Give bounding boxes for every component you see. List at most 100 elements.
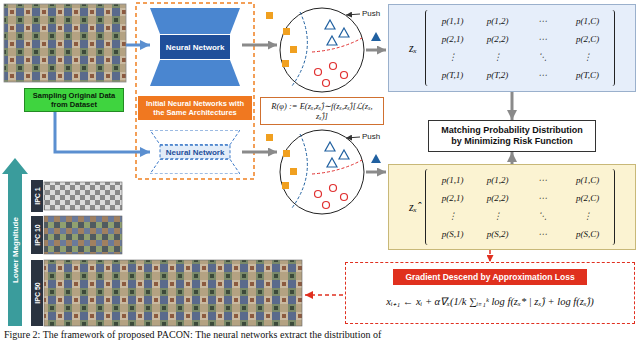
panel-label: IPC 1 [34,187,41,205]
feature-cluster [346,14,360,15]
risk-formula: R(φ) := E(zₓ,zₓ̂)∼f(zₓ,zₓ̂)[ℒ(zₓ, zₓ̂)] [260,97,384,125]
panel-label: Lower Magnitude [11,217,20,283]
network-shape [150,159,240,174]
feature-cluster [280,130,364,214]
matrix-cell: p(S,C) [565,225,610,243]
matrix-cell: p(T,1) [430,66,475,84]
matrix-cell: ⋮ [475,48,520,66]
matrix-cell: ⋱ [520,48,565,66]
network-shape [150,130,240,145]
node-text: zₓ̂ [409,200,417,215]
matrix-cell: ⋯ [520,30,565,48]
node-body: xᵢ₊₁ ← xᵢ + α∇ₓ(1/k ∑ᵢ₌₁ᵏ log f(zₓ* | zₓ… [386,294,594,308]
network-block: Neural Network [150,130,240,174]
dataset-mosaic [4,4,126,82]
node-text: Matching Probability Distribution by Min… [429,121,595,151]
feature-cluster [325,20,335,29]
network-block: Neural Network [150,8,240,86]
matrix-cell: p(1,C) [565,12,610,30]
feature-cluster [290,168,297,175]
feature-cluster [315,191,322,198]
matrix-cell: p(2,C) [565,189,610,207]
feature-cluster [341,72,348,79]
figure-caption: Figure 2: The framework of proposed PACO… [4,329,381,340]
feature-arrow [242,151,277,154]
network-frame [136,3,254,179]
feature-cluster [266,12,273,19]
feature-cluster [282,182,289,189]
matrix-cell: p(1,2) [475,171,520,189]
matrix-cell: p(2,C) [565,30,610,48]
network-shape [150,8,240,34]
matrix-cell: p(1,2) [475,12,520,30]
feature-cluster [266,8,381,92]
node-text: Neural Network [166,148,225,157]
synthetic-images [44,182,122,210]
feature-arrow [366,171,386,174]
feature-cluster [266,134,273,141]
feature-cluster [346,137,360,138]
feature-cluster [330,185,337,192]
network-shape [160,35,230,59]
panel-label: IPC 10 [34,224,41,245]
matrix-panel: zₓ̂p(1,1)p(1,2)⋯p(1,C)p(2,1)p(2,2)⋯p(2,C… [388,164,636,250]
feature-cluster [323,80,330,87]
feature-cluster [280,8,364,92]
feature-cluster [315,69,322,76]
synthetic-images [31,260,43,326]
matrix-cell: ⋮ [565,48,610,66]
synthetic-images [44,216,122,254]
matrix-cell: p(T,C) [565,66,610,84]
feature-cluster [283,28,290,35]
matrix-cell: ⋯ [520,12,565,30]
matrix-bracket: p(1,1)p(1,2)⋯p(1,C)p(2,1)p(2,2)⋯p(2,C)⋮⋮… [425,10,615,86]
matrix-panel: zₓp(1,1)p(1,2)⋯p(1,C)p(2,1)p(2,2)⋯p(2,C)… [388,4,636,92]
matrix-cell: ⋮ [475,207,520,225]
matrix-cell: p(2,1) [430,189,475,207]
flow-arrow [489,250,491,262]
feature-cluster [339,150,349,159]
feature-cluster [325,142,335,151]
matrix-cell: ⋯ [520,66,565,84]
matrix-cell: p(S,2) [475,225,520,243]
feature-cluster [282,60,289,67]
matrix-cell: ⋯ [520,171,565,189]
node-text: Neural Network [166,43,225,52]
synthetic-images [31,216,43,254]
feature-arrow [366,49,386,52]
node-text: zₓ [409,41,417,56]
feature-cluster [323,202,330,209]
network-shape [160,145,230,159]
architecture-band: Initial Neural Networks with the Same Ar… [138,96,252,120]
matching-box: Matching Probability Distribution by Min… [428,120,596,152]
magnitude-arrow [8,172,22,326]
annotation-label: Push [362,9,380,18]
node-text: R(φ) := E(zₓ,zₓ̂)∼f(zₓ,zₓ̂)[ℒ(zₓ, zₓ̂)] [261,98,383,124]
panel-label: IPC 50 [34,282,41,303]
flow-arrow [55,112,150,152]
matrix-cell: p(2,1) [430,30,475,48]
matrix-cell: p(S,1) [430,225,475,243]
sampling-box: Sampling Original Data from Dataset [4,4,126,112]
matrix-cell: p(1,1) [430,12,475,30]
matrix-cell: ⋮ [430,48,475,66]
synthetic-images [31,180,302,326]
matrix-cell: ⋯ [520,225,565,243]
node-text: Initial Neural Networks with the Same Ar… [138,97,252,119]
matrix-bracket: p(1,1)p(1,2)⋯p(1,C)p(2,1)p(2,2)⋯p(2,C)⋮⋮… [425,169,615,245]
feature-arrow [242,44,277,47]
matrix-cell: ⋯ [520,189,565,207]
feature-cluster [371,32,381,41]
feature-cluster [290,46,297,53]
network-shape [150,60,240,86]
magnitude-arrow [2,158,28,326]
update-arrow [305,294,343,296]
flow-arrow [511,92,514,120]
feature-cluster [330,63,337,70]
matrix-cell: ⋱ [520,207,565,225]
matrix-cell: p(2,2) [475,189,520,207]
flow-arrow [511,152,514,164]
flow-arrow [126,44,150,47]
feature-cluster [266,130,381,214]
node-text: Gradient Descend by Approximation Loss [393,269,586,285]
